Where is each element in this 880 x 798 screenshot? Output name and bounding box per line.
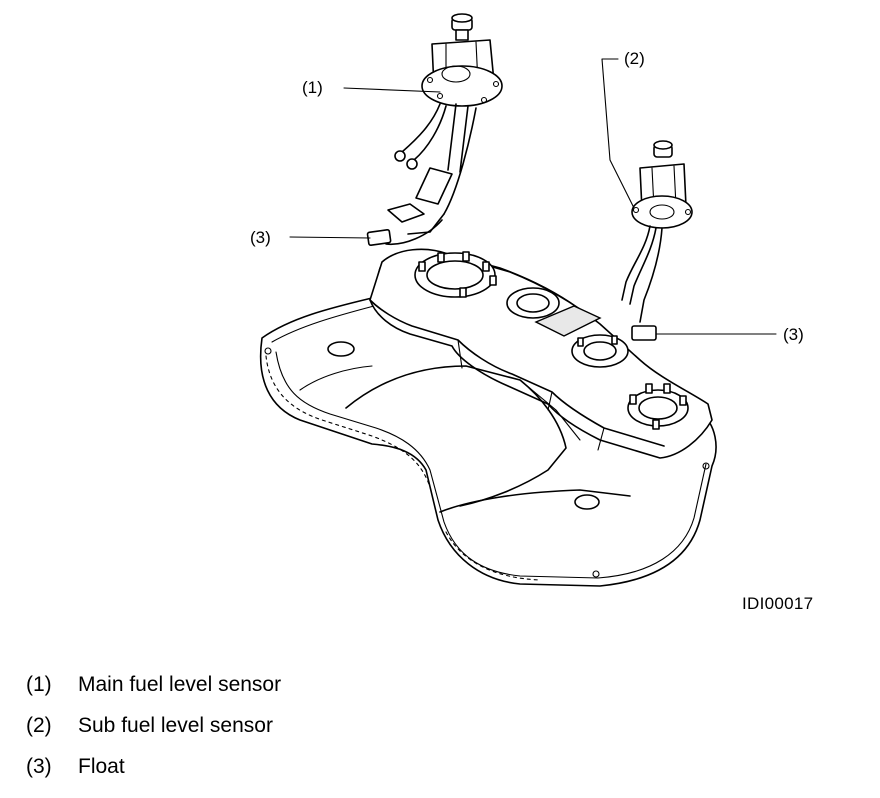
callout-3b-label: (3) — [783, 325, 804, 344]
legend-item-number: (1) — [26, 672, 52, 696]
legend-item-number: (2) — [26, 713, 52, 737]
legend-item: (1) Main fuel level sensor — [26, 664, 626, 705]
callout-3b: (3) — [655, 325, 804, 344]
legend-item-label: Sub fuel level sensor — [78, 713, 273, 737]
filler-mounting-ring — [627, 383, 689, 430]
callout-3a: (3) — [250, 228, 371, 247]
callout-2: (2) — [601, 49, 645, 209]
legend-item-label: Main fuel level sensor — [78, 672, 282, 696]
legend-item-label: Float — [78, 754, 125, 778]
legend: (1) Main fuel level sensor (2) Sub fuel … — [26, 664, 626, 787]
fuel-tank-diagram: (1) (2) (3) (3) — [250, 13, 804, 587]
sub-fuel-level-sensor — [621, 140, 693, 323]
callout-3a-label: (3) — [250, 228, 271, 247]
callout-1: (1) — [302, 78, 441, 97]
legend-item: (2) Sub fuel level sensor — [26, 705, 626, 746]
callout-2-label: (2) — [624, 49, 645, 68]
center-mounting-ring — [506, 287, 560, 319]
callout-1-label: (1) — [302, 78, 323, 97]
legend-item-number: (3) — [26, 754, 52, 778]
tank-mounting-rings — [414, 251, 689, 430]
main-fuel-level-sensor — [385, 13, 503, 246]
sub-mounting-ring — [571, 334, 629, 368]
figure-id: IDI00017 — [742, 594, 814, 613]
main-float — [366, 228, 392, 247]
main-mounting-ring — [414, 251, 497, 298]
sub-float — [631, 325, 657, 341]
legend-item: (3) Float — [26, 746, 626, 787]
